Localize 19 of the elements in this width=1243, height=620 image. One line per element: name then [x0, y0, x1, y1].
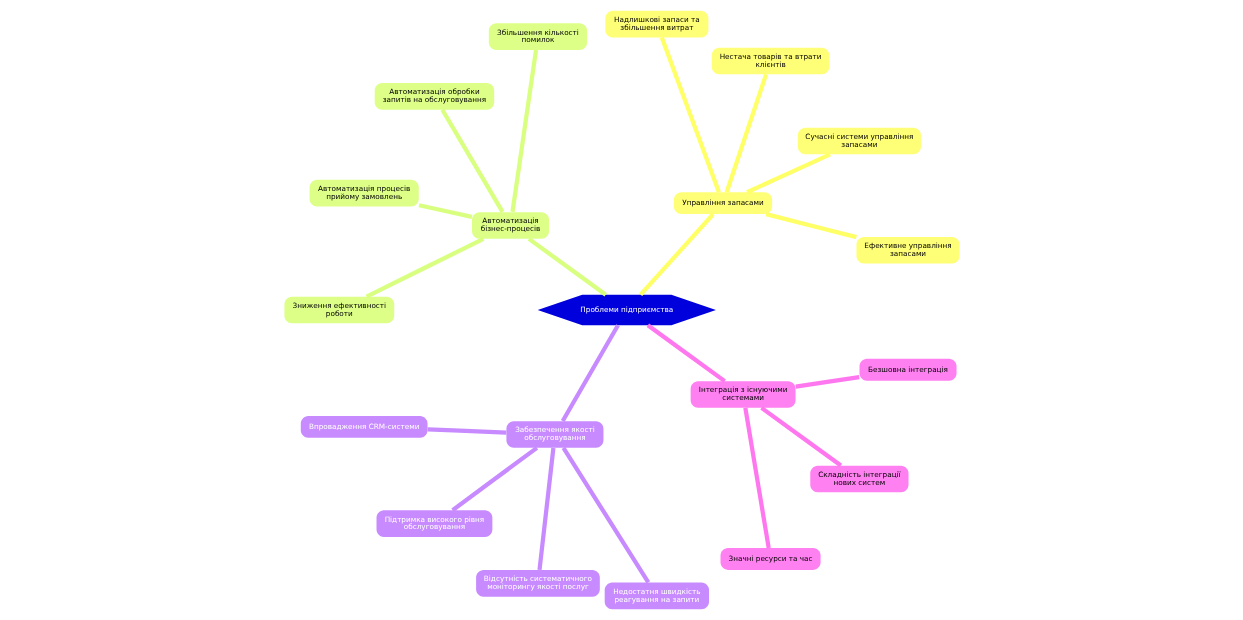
connector — [365, 237, 484, 299]
connector — [527, 237, 607, 297]
connector — [418, 203, 472, 219]
connector — [427, 427, 506, 435]
connector — [440, 108, 504, 213]
connector — [794, 374, 860, 389]
connector — [742, 407, 771, 549]
connector — [724, 73, 768, 193]
connector — [509, 49, 538, 213]
connector — [745, 152, 831, 195]
connector — [450, 446, 538, 512]
connector — [536, 447, 555, 571]
connector — [765, 212, 857, 240]
connector — [759, 406, 842, 468]
connector — [659, 36, 721, 193]
connector — [638, 212, 715, 297]
connector — [561, 446, 650, 584]
connector — [560, 324, 620, 423]
connector — [646, 323, 726, 383]
